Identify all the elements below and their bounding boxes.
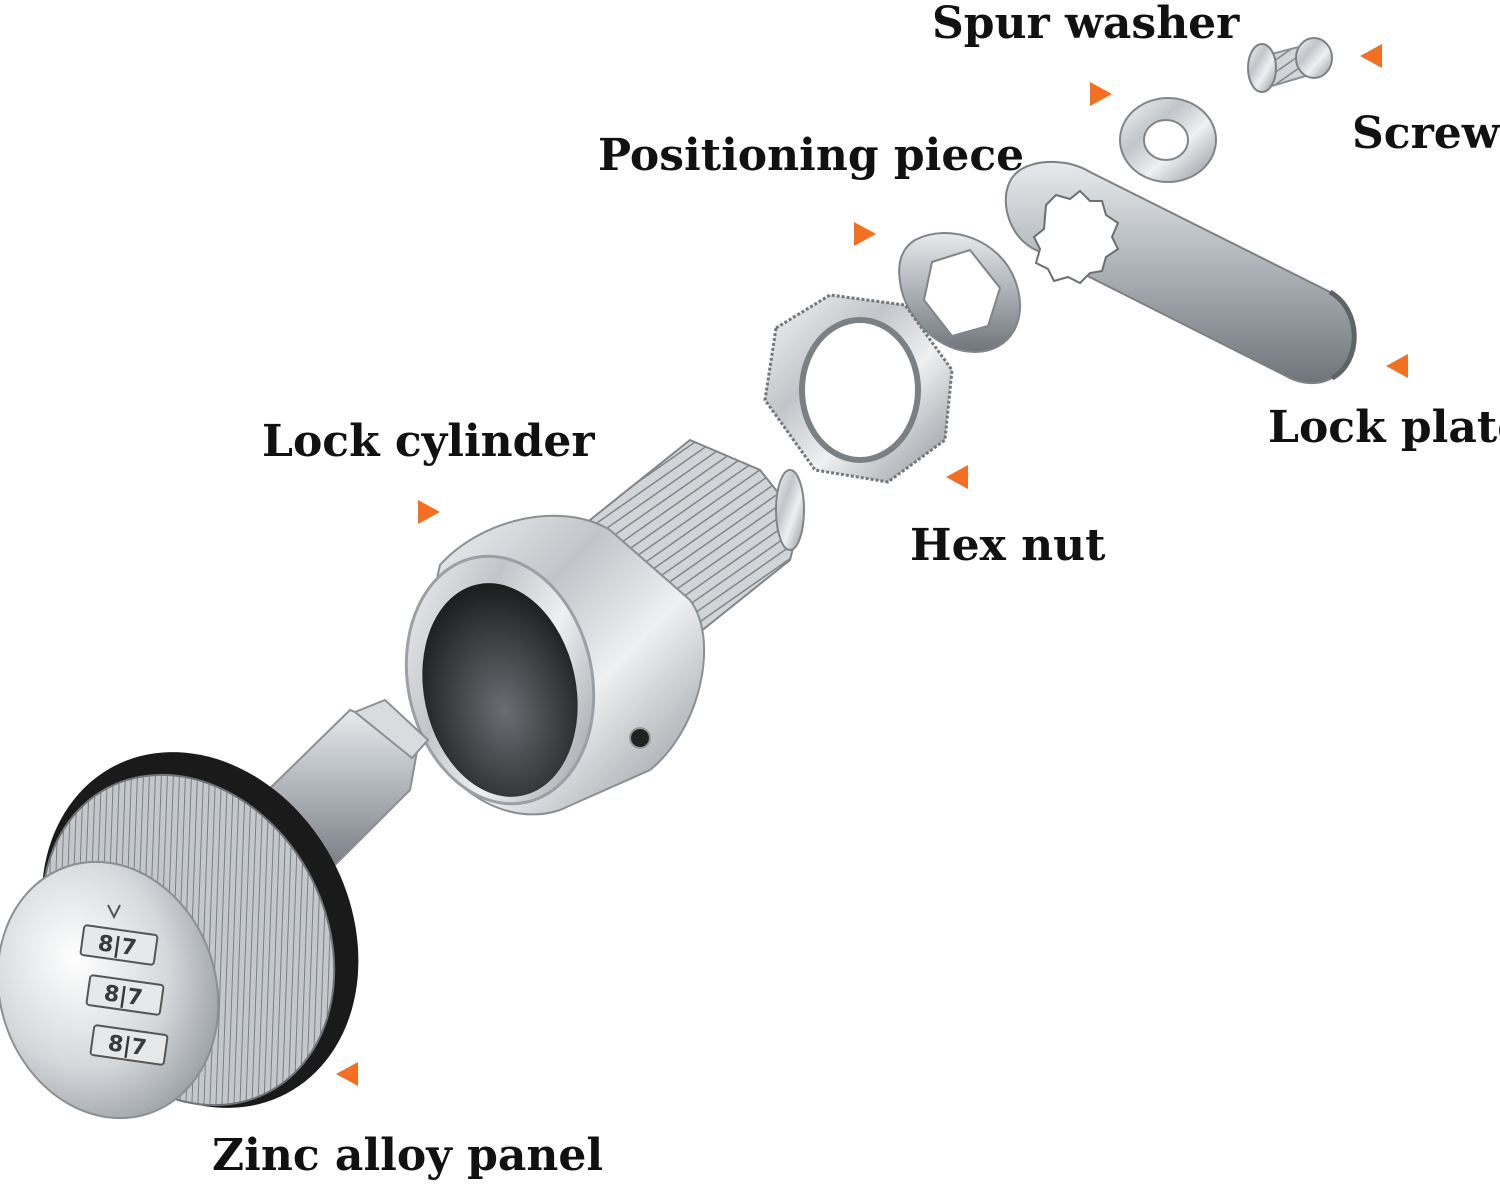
arrow-lock-plate-icon	[1386, 354, 1408, 378]
label-screw: Screw	[1352, 108, 1500, 159]
label-hex-nut: Hex nut	[910, 520, 1106, 571]
label-zinc-alloy-panel: Zinc alloy panel	[212, 1130, 604, 1181]
arrow-hex-nut-icon	[946, 465, 968, 489]
label-spur-washer: Spur washer	[932, 0, 1240, 49]
zinc-alloy-panel-part: 8|7 8|7 8|7	[0, 698, 430, 1120]
label-positioning-piece: Positioning piece	[598, 130, 1025, 181]
dial-row-2: 8|7	[102, 981, 144, 1011]
combination-dials[interactable]: 8|7 8|7 8|7	[79, 924, 169, 1066]
arrow-screw-icon	[1360, 44, 1382, 68]
dial-row-3: 8|7	[106, 1031, 148, 1061]
label-lock-cylinder: Lock cylinder	[262, 416, 595, 467]
arrow-lock-cylinder-icon	[418, 500, 440, 524]
screw-part	[1247, 37, 1333, 93]
positioning-piece-part	[898, 232, 1021, 354]
lock-cylinder-part	[404, 438, 805, 816]
arrow-positioning-piece-icon	[854, 222, 876, 246]
spur-washer-part	[1119, 97, 1217, 183]
pointer-mark	[107, 904, 121, 920]
label-lock-plate: Lock plate	[1268, 402, 1500, 453]
arrow-spur-washer-icon	[1090, 82, 1112, 106]
hex-nut-part	[763, 293, 954, 484]
dial-row-1: 8|7	[96, 931, 138, 961]
lock-plate-part	[1004, 160, 1357, 384]
arrow-zinc-alloy-panel-icon	[336, 1062, 358, 1086]
